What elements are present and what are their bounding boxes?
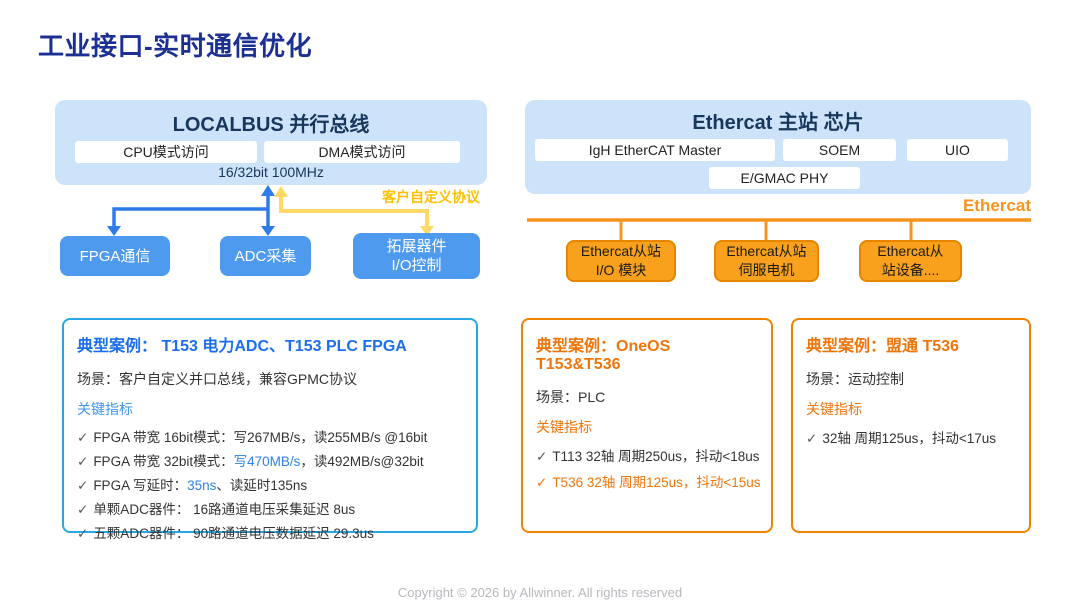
bullet-text: ，读492MB/s@32bit	[300, 454, 424, 469]
bullet-text: 32轴 周期125us，抖动<17us	[822, 431, 997, 446]
chip-igh-master: IgH EtherCAT Master	[535, 139, 775, 161]
case-scene: 场景：运动控制	[806, 371, 904, 387]
check-icon: ✓	[806, 431, 818, 446]
node-slave-devices: Ethercat从 站设备....	[859, 240, 962, 282]
bullet-text: FPGA 带宽 16bit模式：写267MB/s，读255MB/s @16bit	[93, 430, 428, 445]
localbus-bus-spec: 16/32bit 100MHz	[218, 164, 324, 180]
chip-cpu-mode: CPU模式访问	[75, 141, 257, 163]
bullet-text: 35ns	[187, 478, 217, 493]
case-bullet: ✓ 单颗ADC器件： 16路通道电压采集延迟 8us	[77, 498, 463, 522]
case-bullet-list: ✓ T113 32轴 周期250us，抖动<18us ✓ T536 32轴 周期125…	[536, 444, 761, 496]
bullet-text: 、读延时135ns	[216, 478, 308, 493]
check-icon: ✓	[536, 475, 548, 490]
chip-uio: UIO	[907, 139, 1008, 161]
case-key-metrics-label: 关键指标	[536, 419, 592, 435]
copyright-footer: Copyright © 2026 by Allwinner. All right…	[397, 585, 683, 600]
chip-soem: SOEM	[783, 139, 896, 161]
case-scene: 场景：客户自定义并口总线，兼容GPMC协议	[77, 371, 357, 387]
check-icon: ✓	[77, 502, 89, 517]
blue-arrowhead-down-adc-icon	[261, 226, 275, 236]
case-key-metrics-label: 关键指标	[77, 401, 133, 417]
case-bullet: ✓ 五颗ADC器件： 90路通道电压数据延迟 29.3us	[77, 522, 463, 546]
case-bullet: ✓ 32轴 周期125us，抖动<17us	[806, 426, 1016, 452]
ethercat-bus-label: Ethercat	[962, 196, 1031, 215]
case-box-motrotech: 典型案例：盟通 T536 场景：运动控制 关键指标 ✓ 32轴 周期125us，抖…	[791, 318, 1031, 533]
check-icon: ✓	[77, 430, 89, 445]
node-fpga-comm: FPGA通信	[60, 236, 170, 276]
case-title: 典型案例： T153 电力ADC、T153 PLC FPGA	[77, 338, 407, 355]
case-bullet: ✓ FPGA 带宽 32bit模式：写470MB/s，读492MB/s@32bit	[77, 450, 463, 474]
yellow-arrowhead-up-icon	[274, 186, 288, 197]
bullet-text: 单颗ADC器件： 16路通道电压采集延迟 8us	[93, 502, 356, 517]
blue-arrowhead-down-fpga-icon	[107, 226, 121, 236]
check-icon: ✓	[536, 449, 548, 464]
page-title: 工业接口-实时通信优化	[38, 31, 313, 61]
case-bullet-list: ✓ 32轴 周期125us，抖动<17us	[806, 426, 1016, 452]
blue-arrowhead-up-icon	[261, 185, 275, 196]
node-adc-capture: ADC采集	[220, 236, 311, 276]
ethercat-drop-lines	[619, 220, 913, 240]
bullet-text: T113 32轴 周期250us，抖动<18us	[552, 449, 760, 464]
localbus-blue-arrows	[107, 185, 275, 236]
check-icon: ✓	[77, 454, 89, 469]
node-slave-io-module: Ethercat从站 I/O 模块	[566, 240, 676, 282]
localbus-panel-title: LOCALBUS 并行总线	[172, 114, 370, 136]
case-scene: 场景：PLC	[536, 389, 606, 405]
ethercat-bus-lines	[527, 218, 1031, 240]
blue-arrow-line	[112, 195, 270, 227]
ethercat-panel-title: Ethercat 主站 芯片	[692, 112, 864, 134]
case-title: 典型案例：OneOS T153&T536	[536, 338, 671, 373]
localbus-panel: LOCALBUS 并行总线 CPU模式访问 DMA模式访问 16/32bit 1…	[55, 100, 487, 185]
bullet-text: 写470MB/s	[233, 454, 301, 469]
case-bullet: ✓ FPGA 写延时：35ns、读延时135ns	[77, 474, 463, 498]
chip-dma-mode: DMA模式访问	[264, 141, 460, 163]
ethercat-panel: Ethercat 主站 芯片 IgH EtherCAT Master SOEM …	[525, 100, 1031, 194]
case-bullet: ✓ FPGA 带宽 16bit模式：写267MB/s，读255MB/s @16bi…	[77, 426, 463, 450]
chip-egmac-phy: E/GMAC PHY	[709, 167, 860, 189]
case-bullet: ✓ T536 32轴 周期125us，抖动<15us	[536, 470, 761, 496]
bullet-text: T536 32轴 周期125us，抖动<15us	[552, 475, 761, 490]
case-title: 典型案例：盟通 T536	[806, 338, 959, 355]
check-icon: ✓	[77, 526, 89, 541]
check-icon: ✓	[77, 478, 89, 493]
bullet-text: FPGA 写延时：	[93, 478, 188, 493]
bullet-text: FPGA 带宽 32bit模式：	[93, 454, 234, 469]
case-box-oneos: 典型案例：OneOS T153&T536 场景：PLC 关键指标 ✓ T113 3…	[521, 318, 773, 533]
node-expansion-io: 拓展器件 I/O控制	[353, 233, 480, 279]
custom-protocol-label: 客户自定义协议	[382, 189, 480, 205]
bullet-text: 五颗ADC器件： 90路通道电压数据延迟 29.3us	[93, 526, 374, 541]
case-key-metrics-label: 关键指标	[806, 401, 862, 417]
node-slave-servo: Ethercat从站 伺服电机	[714, 240, 819, 282]
case-box-t153: 典型案例： T153 电力ADC、T153 PLC FPGA 场景：客户自定义并…	[62, 318, 478, 541]
case-bullet: ✓ T113 32轴 周期250us，抖动<18us	[536, 444, 760, 470]
case-bullet-list: ✓ FPGA 带宽 16bit模式：写267MB/s，读255MB/s @16bi…	[77, 426, 463, 546]
